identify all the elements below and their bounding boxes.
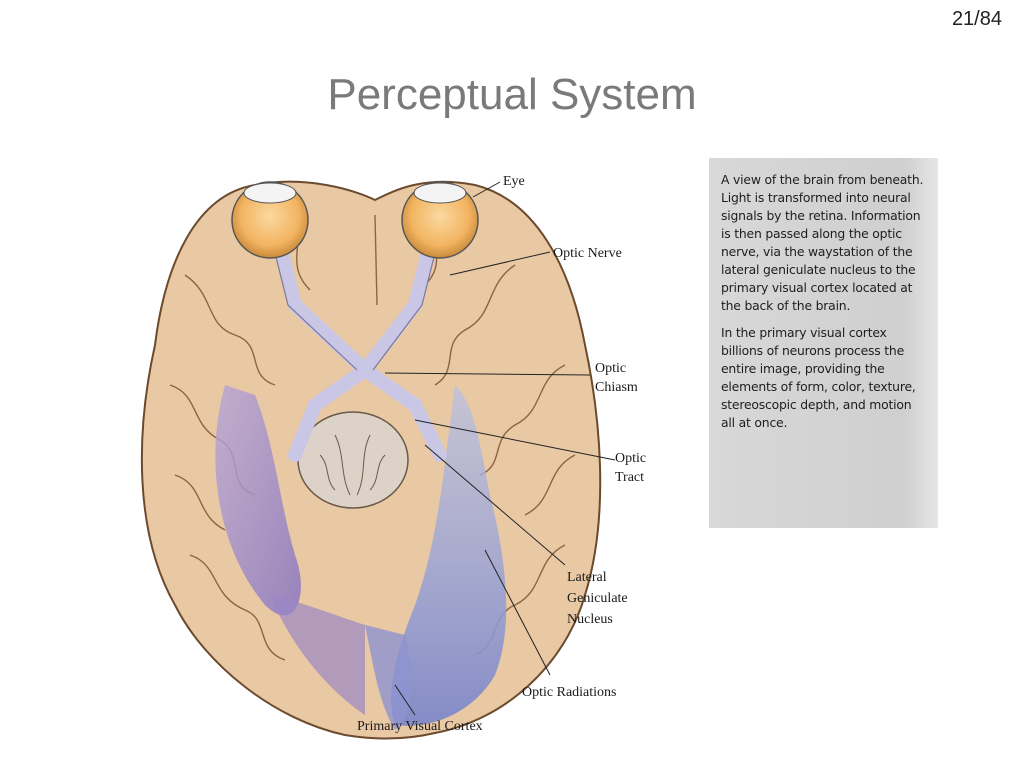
label-lgn-3: Nucleus xyxy=(567,612,613,627)
label-optic-tract-1: Optic xyxy=(615,451,646,466)
label-optic-chiasm-1: Optic xyxy=(595,361,626,376)
page-number: 21/84 xyxy=(951,8,1002,30)
label-optic-nerve: Optic Nerve xyxy=(553,246,622,261)
right-eye xyxy=(401,181,479,259)
leader-lines xyxy=(384,181,616,716)
left-eye xyxy=(231,181,309,259)
label-optic-chiasm-2: Chiasm xyxy=(595,380,638,395)
label-eye: Eye xyxy=(503,174,525,189)
caption-box: A view of the brain from beneath. Light … xyxy=(709,158,938,528)
brainstem xyxy=(297,411,409,509)
optic-pathway xyxy=(273,238,447,462)
label-lgn-2: Geniculate xyxy=(567,591,628,606)
right-visual-cortex-shading xyxy=(391,385,507,726)
label-primary-visual-cortex: Primary Visual Cortex xyxy=(357,719,483,734)
brain-illustration: Eye Optic Nerve Optic Chiasm Optic Tract… xyxy=(95,155,685,745)
label-lgn-1: Lateral xyxy=(567,570,607,585)
left-temporal-shading xyxy=(215,385,301,616)
left-occipital-shading xyxy=(270,595,365,715)
slide-title: Perceptual System xyxy=(327,70,697,119)
visual-cortex-center xyxy=(365,625,412,730)
brain-diagram: Eye Optic Nerve Optic Chiasm Optic Tract… xyxy=(140,174,646,740)
label-optic-radiations: Optic Radiations xyxy=(522,685,617,700)
caption-paragraph-1: A view of the brain from beneath. Light … xyxy=(721,172,924,313)
label-optic-tract-2: Tract xyxy=(615,470,644,485)
caption-paragraph-2: In the primary visual cortex billions of… xyxy=(721,325,916,430)
